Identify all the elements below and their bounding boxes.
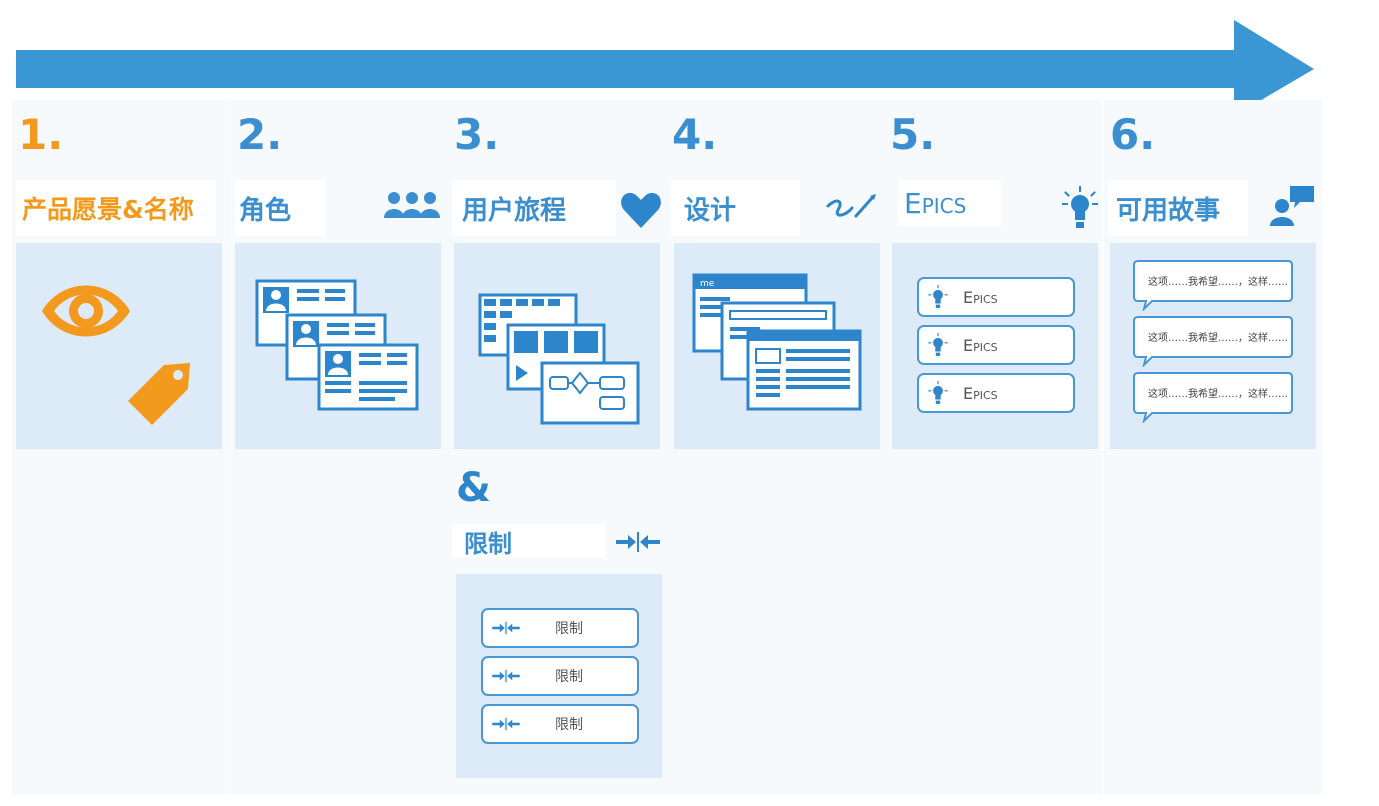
step-title: 角色 xyxy=(239,195,292,226)
constraint-icon xyxy=(492,669,520,683)
step-number: 6. xyxy=(1110,110,1156,159)
heart-icon xyxy=(621,192,661,228)
step-number: 4. xyxy=(672,110,718,159)
epic-label: Epics xyxy=(963,287,998,307)
step-number: 5. xyxy=(890,110,936,159)
stories-panel: 这项……我希望……，这样…… 这项……我希望……，这样…… 这项……我希望……，… xyxy=(1110,243,1316,449)
step-illustration-vision xyxy=(16,243,222,449)
ampersand: & xyxy=(456,465,491,511)
step-title: 可用故事 xyxy=(1116,195,1221,226)
step-title: 产品愿景&名称 xyxy=(22,195,194,224)
story-bubble xyxy=(1133,372,1293,423)
epic-card: Epics xyxy=(917,277,1075,317)
constraints-panel: 限制 限制 限制 xyxy=(456,574,662,778)
step-number: 3. xyxy=(454,110,500,159)
constraint-icon xyxy=(492,621,520,635)
constraint-icon xyxy=(616,532,660,552)
chat-icon xyxy=(1270,186,1314,226)
persona-cards-illustration xyxy=(255,279,419,411)
constraint-card: 限制 xyxy=(481,656,639,696)
step-illustration-design: me xyxy=(674,243,880,449)
tag-icon xyxy=(128,363,190,425)
lightbulb-icon xyxy=(928,285,948,308)
epic-label: Epics xyxy=(963,335,998,355)
constraint-label: 限制 xyxy=(555,669,583,685)
constraint-label: 限制 xyxy=(555,621,583,637)
pen-icon xyxy=(826,194,876,218)
constraint-icon xyxy=(492,717,520,731)
epic-card: Epics xyxy=(917,325,1075,365)
step-column-4: 4. 设计 me xyxy=(666,100,884,794)
epic-card: Epics xyxy=(917,373,1075,413)
step-column-1: 1. 产品愿景&名称 xyxy=(12,100,230,794)
step-title: Epics xyxy=(904,186,967,220)
story-text: 这项……我希望……，这样…… xyxy=(1148,277,1288,288)
constraints-title-box: 限制 xyxy=(452,524,606,558)
step-column-5: 5. Epics Epics Epics Epics xyxy=(884,100,1102,794)
step-illustration-journey xyxy=(454,243,660,449)
step-title-box: 产品愿景&名称 xyxy=(16,180,216,236)
lightbulb-icon xyxy=(1062,186,1098,228)
constraint-card: 限制 xyxy=(481,608,639,648)
progress-arrow xyxy=(16,20,1314,116)
step-title-box: 设计 xyxy=(670,180,800,236)
eye-icon xyxy=(42,285,130,337)
wireframe-illustration: me xyxy=(692,273,862,411)
journey-illustration xyxy=(478,293,640,425)
constraints-title: 限制 xyxy=(464,529,512,558)
step-illustration-personas xyxy=(235,243,441,449)
step-column-2: 2. 角色 xyxy=(231,100,449,794)
constraint-label: 限制 xyxy=(555,717,583,733)
epic-label: Epics xyxy=(963,383,998,403)
story-bubble xyxy=(1133,260,1293,311)
step-title-box: 角色 xyxy=(235,180,325,236)
epics-panel: Epics Epics Epics xyxy=(892,243,1098,449)
lightbulb-icon xyxy=(928,381,948,404)
story-text: 这项……我希望……，这样…… xyxy=(1148,333,1288,344)
step-title: 设计 xyxy=(684,195,737,226)
step-title-box: 用户旅程 xyxy=(452,180,616,236)
step-column-3: 3. 用户旅程 & xyxy=(448,100,666,794)
lightbulb-icon xyxy=(928,333,948,356)
step-number: 2. xyxy=(237,110,283,159)
constraint-card: 限制 xyxy=(481,704,639,744)
wireframe-logo-text: me xyxy=(700,279,715,289)
step-title: 用户旅程 xyxy=(462,195,567,226)
story-bubble xyxy=(1133,316,1293,367)
story-text: 这项……我希望……，这样…… xyxy=(1148,389,1288,400)
step-column-6: 6. 可用故事 这项……我希望……，这样…… 这项……我希望……，这样…… 这项… xyxy=(1104,100,1322,794)
people-icon xyxy=(384,192,440,218)
step-title-box: Epics xyxy=(898,180,1002,226)
step-number: 1. xyxy=(18,110,64,159)
step-title-box: 可用故事 xyxy=(1108,180,1248,236)
